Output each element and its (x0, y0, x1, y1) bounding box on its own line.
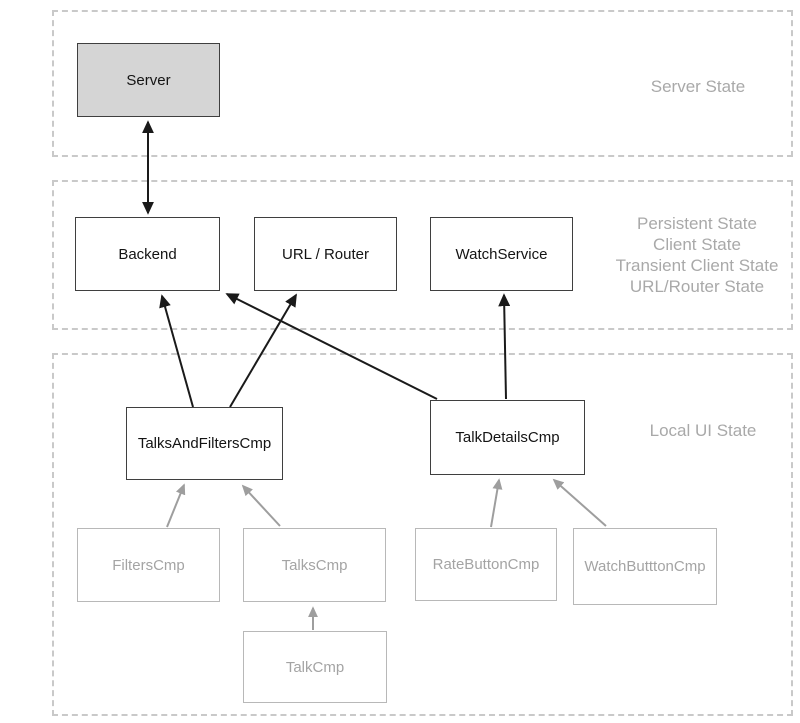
node-talks-and-filters-cmp-label: TalksAndFiltersCmp (137, 435, 272, 452)
node-talk-details-cmp: TalkDetailsCmp (430, 400, 585, 475)
node-server: Server (77, 43, 220, 117)
client-state-label-line-3: Transient Client State (615, 256, 779, 275)
client-state-label-line-2: Client State (653, 235, 741, 254)
client-state-label-line-1: Persistent State (636, 214, 757, 233)
node-talk-details-cmp-label: TalkDetailsCmp (455, 429, 560, 446)
node-talks-cmp: TalksCmp (243, 528, 386, 602)
client-state-label: Persistent State Client State Transient … (577, 213, 800, 297)
client-state-label-line-4: URL/Router State (629, 277, 765, 296)
node-rate-button-cmp-label: RateButtonCmp (432, 556, 540, 573)
node-server-label: Server (126, 71, 171, 89)
node-watch-buttton-cmp-label: WatchButttonCmp (584, 558, 706, 575)
node-watch-service-label: WatchService (455, 245, 548, 263)
node-talks-cmp-label: TalksCmp (281, 556, 348, 574)
node-url-router: URL / Router (254, 217, 397, 291)
node-watch-service: WatchService (430, 217, 573, 291)
server-state-container (52, 10, 793, 157)
node-url-router-label: URL / Router (282, 245, 369, 263)
node-backend-label: Backend (118, 245, 177, 263)
node-talks-and-filters-cmp: TalksAndFiltersCmp (126, 407, 283, 480)
node-filters-cmp-label: FiltersCmp (112, 556, 185, 574)
local-ui-state-label: Local UI State (649, 421, 757, 440)
node-talk-cmp: TalkCmp (243, 631, 387, 703)
node-rate-button-cmp: RateButtonCmp (415, 528, 557, 601)
server-state-label: Server State (650, 77, 746, 96)
node-watch-buttton-cmp: WatchButttonCmp (573, 528, 717, 605)
node-backend: Backend (75, 217, 220, 291)
node-filters-cmp: FiltersCmp (77, 528, 220, 602)
node-talk-cmp-label: TalkCmp (285, 658, 345, 676)
